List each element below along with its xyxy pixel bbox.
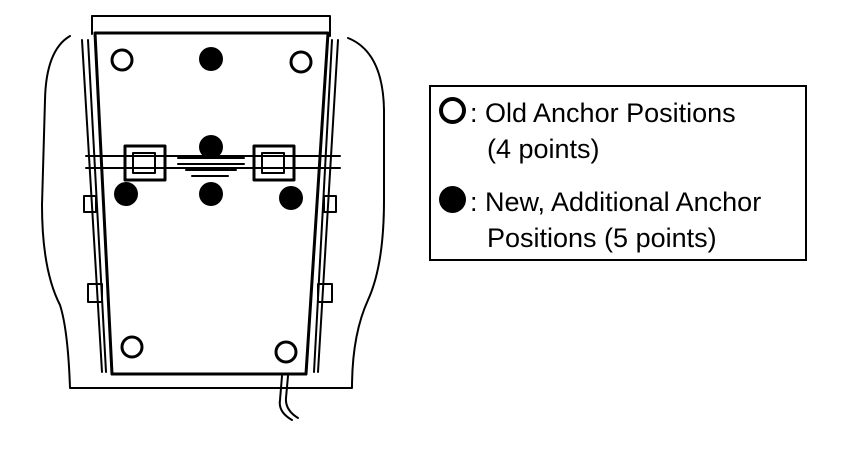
new-anchor-mid-left	[114, 182, 138, 206]
new-anchor-mid-center	[199, 182, 223, 206]
right-upper-clip	[323, 195, 337, 213]
filled-circle-icon	[439, 186, 466, 213]
legend-item-old-anchors: : Old Anchor Positions (4 points)	[439, 95, 736, 167]
hollow-circle-icon	[439, 97, 466, 124]
seat-top-edge	[91, 15, 331, 37]
left-buckle-inner	[132, 152, 156, 174]
legend-new-line1: : New, Additional Anchor	[470, 187, 762, 217]
right-lower-clip	[317, 283, 333, 303]
left-frame-rail	[81, 39, 103, 373]
new-anchor-top-center	[199, 47, 223, 71]
new-anchor-center	[199, 135, 223, 159]
cable-2	[284, 375, 299, 419]
old-anchor-bottom-left	[120, 335, 144, 359]
left-buckle	[123, 144, 167, 182]
legend-old-line2: (4 points)	[487, 134, 600, 164]
rear-panel	[93, 31, 330, 376]
cable	[278, 375, 293, 421]
left-upper-clip	[83, 195, 97, 213]
old-anchor-bottom-right	[274, 340, 298, 364]
legend-text-old: : Old Anchor Positions (4 points)	[470, 95, 736, 167]
old-anchor-top-left	[110, 48, 134, 72]
legend-text-new: : New, Additional Anchor Positions (5 po…	[470, 184, 761, 256]
legend-old-line1: : Old Anchor Positions	[470, 98, 736, 128]
right-buckle	[252, 144, 296, 182]
right-buckle-inner	[261, 152, 285, 174]
old-anchor-top-right	[289, 50, 313, 74]
right-frame-rail	[317, 39, 339, 373]
seat-outline	[41, 35, 385, 389]
new-anchor-mid-right	[279, 186, 303, 210]
seat-back-diagram	[41, 15, 385, 421]
left-lower-clip	[87, 283, 103, 303]
legend-box: : Old Anchor Positions (4 points) : New,…	[429, 85, 807, 261]
legend-new-line2: Positions (5 points)	[487, 223, 717, 253]
legend-item-new-anchors: : New, Additional Anchor Positions (5 po…	[439, 184, 761, 256]
